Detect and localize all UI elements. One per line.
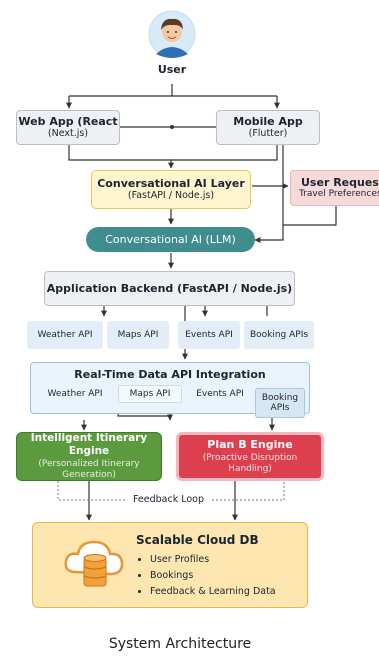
api-events-label: Events API: [185, 329, 233, 340]
itinerary-engine-node: Intelligent Itinerary Engine (Personaliz…: [16, 432, 162, 481]
web-app-title: Web App (React: [18, 115, 118, 129]
diagram-caption: System Architecture: [108, 635, 252, 652]
api-maps-label: Maps API: [117, 329, 159, 340]
user-request-subtitle: Travel Preferences: [299, 189, 379, 200]
user-avatar-icon: [148, 10, 196, 58]
conversational-ai-llm-node: Conversational AI (LLM): [86, 227, 255, 252]
user-request-node: User Request Travel Preferences: [290, 170, 379, 206]
api-maps: Maps API: [107, 321, 169, 349]
plan-b-engine-title: Plan B Engine: [207, 438, 293, 452]
cloud-db-title: Scalable Cloud DB: [136, 532, 259, 547]
application-backend-node: Application Backend (FastAPI / Node.js): [44, 271, 295, 306]
feedback-loop-text: Feedback Loop: [132, 494, 205, 506]
integration-item-weather-label: Weather API: [47, 388, 103, 399]
cloud-db-item-bookings: Bookings: [150, 568, 276, 584]
plan-b-engine-subtitle: (Proactive Disruption Handling): [202, 453, 298, 475]
api-booking: Booking APIs: [244, 321, 314, 349]
application-backend-label: Application Backend (FastAPI / Node.js): [46, 281, 293, 295]
itinerary-engine-subtitle: (Personalized Itinerary Generation): [38, 459, 140, 481]
integration-item-events-label: Events API: [196, 388, 244, 399]
cloud-db-item-user-profiles: User Profiles: [150, 552, 276, 568]
api-booking-label: Booking APIs: [249, 329, 309, 340]
mobile-app-subtitle: (Flutter): [248, 128, 288, 140]
cloud-db-item-feedback: Feedback & Learning Data: [150, 584, 276, 600]
conversational-ai-layer-title: Conversational AI Layer: [97, 177, 245, 191]
user-label: User: [157, 63, 187, 77]
plan-b-engine-node: Plan B Engine (Proactive Disruption Hand…: [176, 432, 324, 481]
api-events: Events API: [178, 321, 240, 349]
integration-item-weather: Weather API: [40, 385, 110, 403]
integration-item-events: Events API: [188, 385, 252, 403]
integration-item-booking-label: Booking APIs: [261, 392, 299, 413]
cloud-db-node: [32, 522, 308, 608]
integration-item-booking: Booking APIs: [255, 388, 305, 418]
cloud-db-list: User Profiles Bookings Feedback & Learni…: [138, 552, 276, 600]
mobile-app-title: Mobile App: [233, 115, 303, 129]
cloud-database-icon: [64, 540, 124, 587]
itinerary-engine-title: Intelligent Itinerary Engine: [30, 432, 148, 457]
conversational-ai-llm-label: Conversational AI (LLM): [105, 232, 236, 246]
mobile-app-node: Mobile App (Flutter): [216, 110, 320, 145]
web-app-node: Web App (React (Next.js): [16, 110, 120, 145]
integration-title: Real-Time Data API Integration: [74, 368, 266, 381]
integration-item-maps: Maps API: [118, 385, 182, 403]
conversational-ai-layer-node: Conversational AI Layer (FastAPI / Node.…: [91, 170, 251, 209]
api-weather-label: Weather API: [37, 329, 93, 340]
feedback-loop-label: Feedback Loop: [125, 492, 212, 508]
integration-item-maps-label: Maps API: [129, 388, 171, 399]
conversational-ai-layer-subtitle: (FastAPI / Node.js): [127, 190, 215, 202]
user-request-title: User Request: [301, 176, 379, 189]
api-weather: Weather API: [27, 321, 103, 349]
web-app-subtitle: (Next.js): [47, 128, 89, 140]
